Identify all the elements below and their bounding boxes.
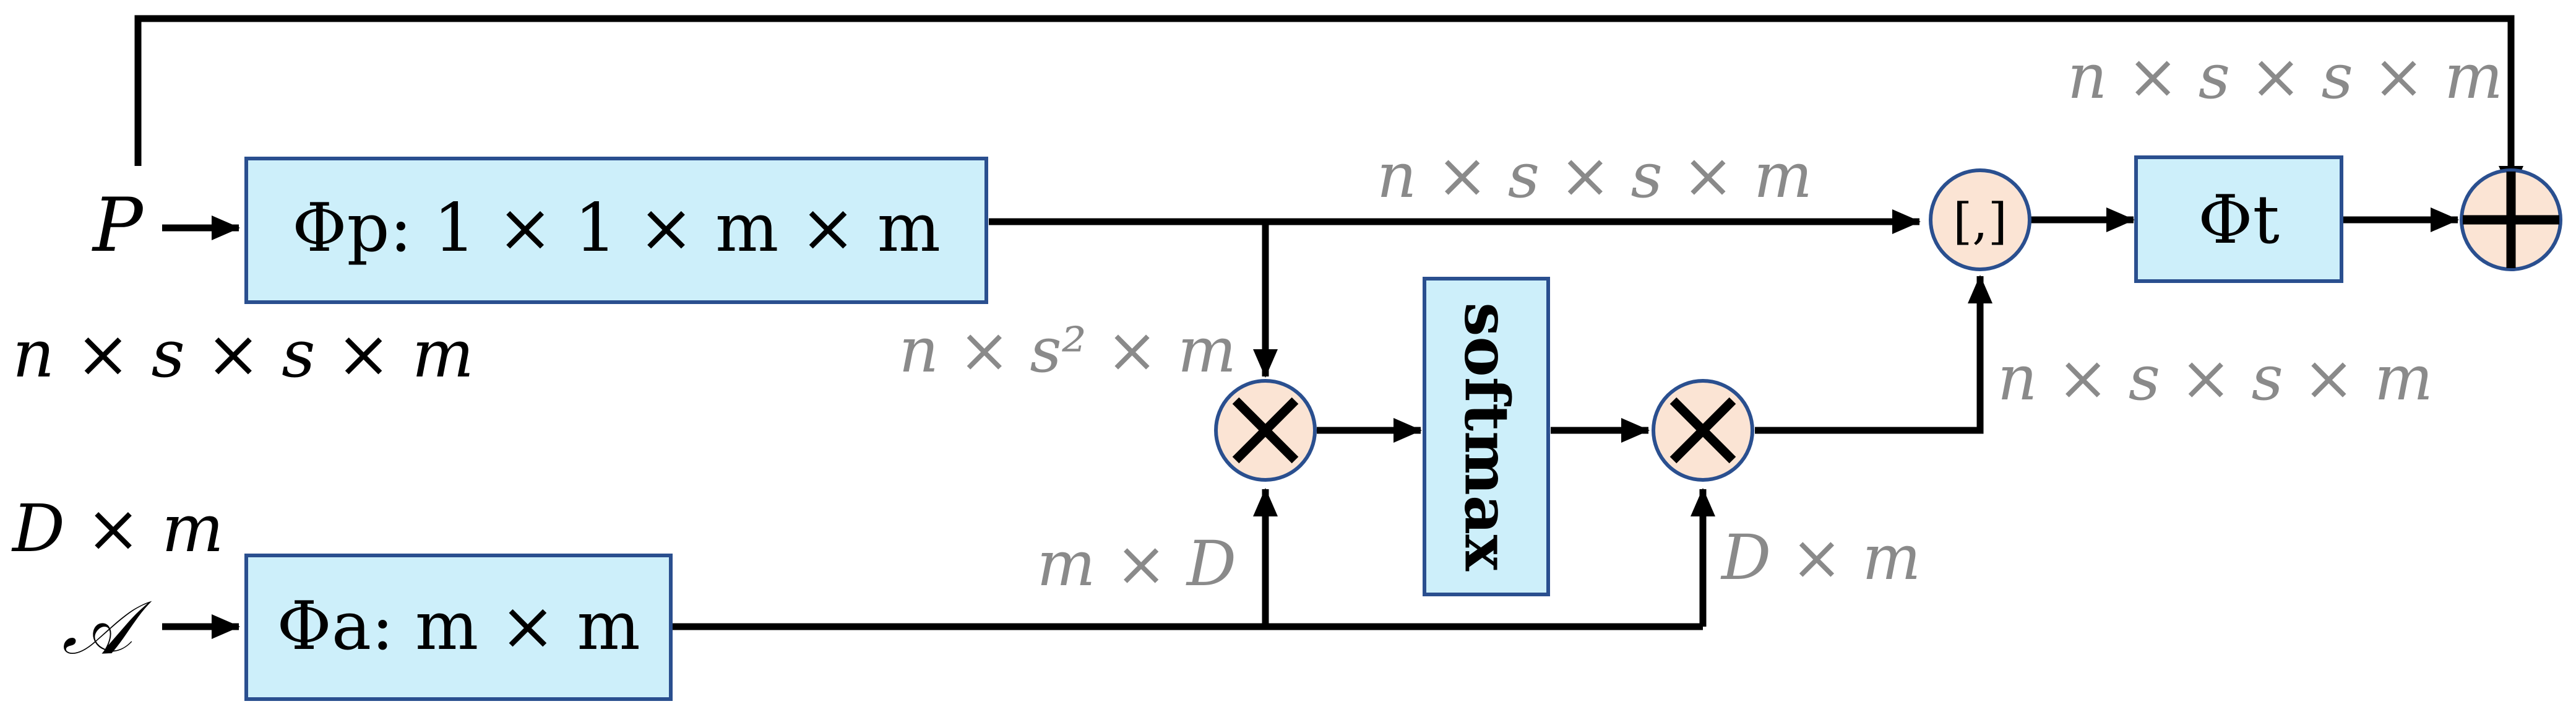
phi-a-label: Φa: m × m <box>277 588 640 665</box>
phi-t-block: Φt <box>2134 155 2343 283</box>
sum-operator <box>2460 168 2562 271</box>
softmax-label: softmax <box>1451 302 1522 572</box>
phi-p-label: Φp: 1 × 1 × m × m <box>292 189 941 267</box>
p-dimension-label: n × s × s × m <box>12 316 474 392</box>
reshaped-dimension-label: n × s² × m <box>899 314 1236 386</box>
phi-p-output-dimension-label: n × s × s × m <box>1377 139 1812 212</box>
phi-p-block: Φp: 1 × 1 × m × m <box>244 157 988 304</box>
softmax-block: softmax <box>1423 277 1550 596</box>
concat-operator: [,] <box>1929 168 2031 271</box>
a-dimension-label: D × m <box>11 490 224 567</box>
a-output-dimension-label: D × m <box>1720 521 1921 594</box>
skip-dimension-label: n × s × s × m <box>2067 40 2503 113</box>
transposed-dimension-label: m × D <box>1037 528 1236 600</box>
skip-connection-wire <box>134 15 2523 194</box>
first-multiply-operator <box>1214 379 1317 482</box>
a-input-symbol: 𝒜 <box>62 585 152 671</box>
phi-a-block: Φa: m × m <box>244 554 673 701</box>
concat-label: [,] <box>1953 193 2007 250</box>
attended-dimension-label: n × s × s × m <box>1997 342 2433 414</box>
phi-t-label: Φt <box>2198 181 2280 259</box>
second-multiply-operator <box>1652 379 1754 482</box>
p-input-symbol: P <box>92 183 144 269</box>
multiply-to-concat-wire <box>1755 275 1992 434</box>
